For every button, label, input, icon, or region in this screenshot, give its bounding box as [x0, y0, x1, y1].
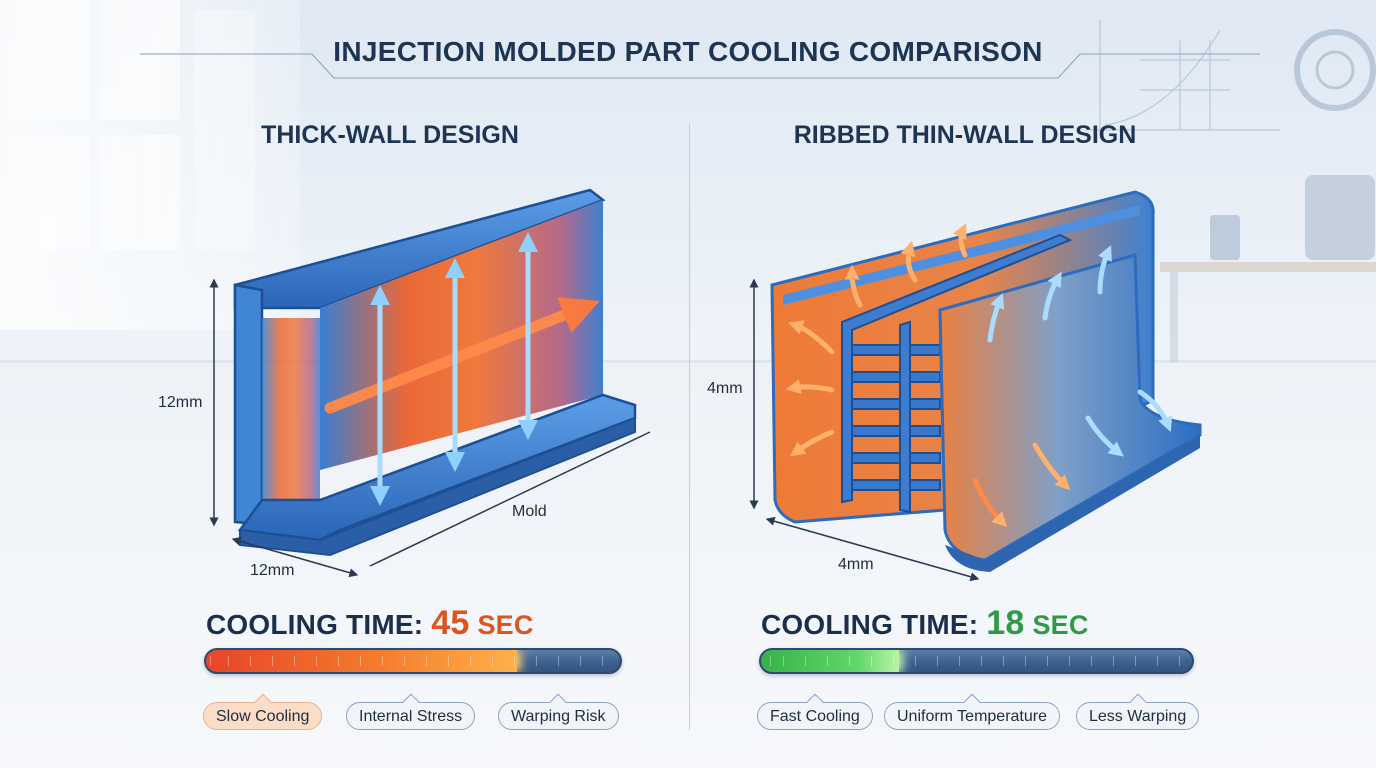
right-cooling-time: COOLING TIME: 18 SEC: [761, 604, 1089, 643]
left-cooling-value: 45: [431, 604, 470, 642]
right-heading: RIBBED THIN-WALL DESIGN: [793, 121, 1137, 149]
left-cooling-time: COOLING TIME: 45 SEC: [206, 604, 534, 643]
right-cooling-progress-bar: [759, 648, 1194, 674]
left-width-label: 12mm: [250, 562, 295, 579]
right-cooling-label: COOLING TIME:: [761, 609, 979, 640]
blueprint-decoration: [1090, 20, 1376, 135]
rib-right: [909, 344, 941, 491]
shelf-decoration: [1160, 175, 1376, 362]
ribbed-thin-wall-part: [749, 190, 1202, 582]
rib-left: [841, 233, 1073, 514]
right-width-label: 4mm: [838, 556, 874, 573]
page-title: INJECTION MOLDED PART COOLING COMPARISON: [333, 36, 1043, 67]
left-tag-0: Slow Cooling: [203, 702, 323, 730]
right-tag-2: Less Warping: [1076, 702, 1200, 730]
left-cooling-unit: SEC: [477, 610, 534, 640]
window-decoration: [0, 0, 300, 330]
thick-wall-part: [209, 188, 651, 578]
right-progress-fill: [761, 650, 899, 672]
left-tag-2: Warping Risk: [498, 702, 619, 730]
mold-label: Mold: [512, 503, 547, 520]
right-tag-0: Fast Cooling: [757, 702, 873, 730]
right-cooling-unit: SEC: [1032, 610, 1089, 640]
title-bracket: [140, 53, 1260, 79]
right-height-label: 4mm: [707, 380, 743, 397]
left-progress-fill: [206, 650, 517, 672]
left-cooling-progress-bar: [204, 648, 622, 674]
right-tag-1: Uniform Temperature: [884, 702, 1060, 730]
left-heading: THICK-WALL DESIGN: [261, 121, 519, 149]
left-height-label: 12mm: [158, 394, 203, 411]
left-tag-1: Internal Stress: [346, 702, 476, 730]
left-cooling-label: COOLING TIME:: [206, 609, 424, 640]
center-divider: [689, 124, 690, 730]
right-cooling-value: 18: [986, 604, 1025, 642]
